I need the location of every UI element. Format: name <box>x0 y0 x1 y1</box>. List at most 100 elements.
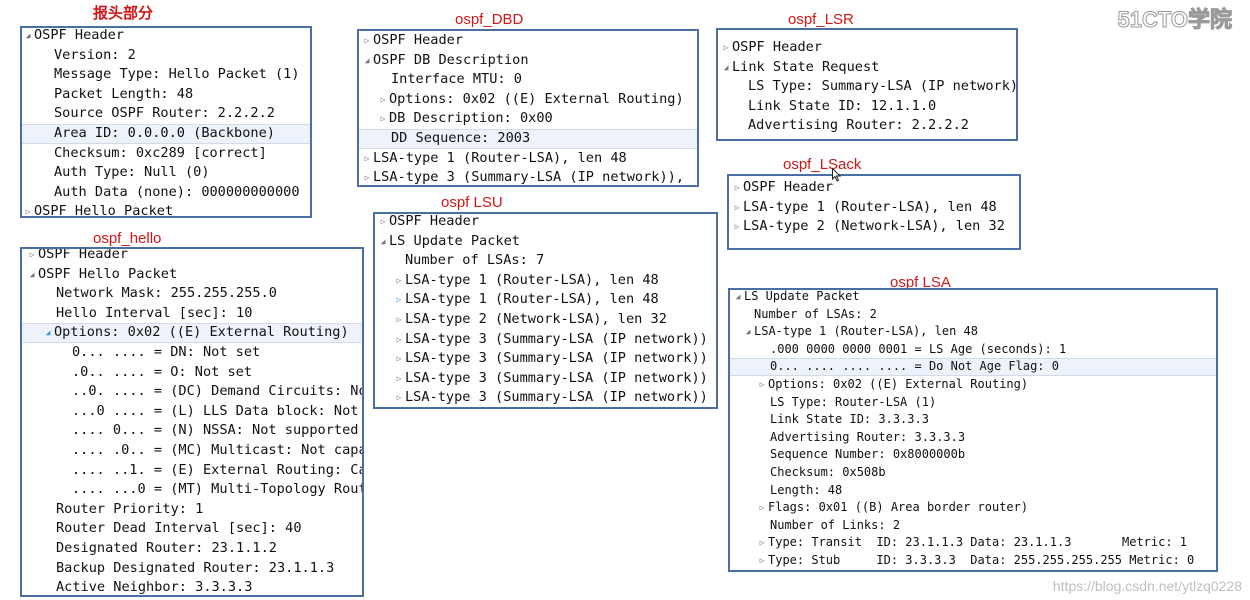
tree-row-selected[interactable]: ◢Options: 0x02 ((E) External Routing) <box>22 323 362 343</box>
tree-row[interactable]: ▷Options: 0x02 ((E) External Routing) <box>730 376 1216 394</box>
tree-row[interactable]: Active Neighbor: 3.3.3.3 <box>56 579 253 596</box>
tree-row[interactable]: .... ...0 = (MT) Multi-Topology Routing:… <box>72 481 364 498</box>
expand-icon[interactable]: ▷ <box>396 315 402 324</box>
tree-row[interactable]: Auth Data (none): 000000000000 <box>54 183 300 200</box>
tree-row-selected[interactable]: DD Sequence: 2003 <box>359 129 697 149</box>
expand-icon[interactable]: ▷ <box>734 222 740 232</box>
collapse-icon[interactable]: ◢ <box>364 55 370 65</box>
tree-row[interactable]: Number of LSAs: 7 <box>405 252 545 269</box>
tree-row[interactable]: Packet Length: 48 <box>54 85 194 102</box>
tree-row[interactable]: ▷Options: 0x02 ((E) External Routing) <box>359 90 697 110</box>
tree-row[interactable]: ▷LSA-type 2 (Network-LSA), len 32 <box>375 310 716 330</box>
expand-icon[interactable]: ▷ <box>723 43 729 52</box>
expand-icon[interactable]: ▷ <box>759 503 765 513</box>
expand-icon[interactable]: ▷ <box>759 380 765 389</box>
expand-icon[interactable]: ▷ <box>29 250 35 259</box>
collapse-icon[interactable]: ◢ <box>735 292 741 301</box>
tree-row[interactable]: Checksum: 0x508b <box>770 465 886 479</box>
tree-row[interactable]: Link State ID: 3.3.3.3 <box>770 412 929 427</box>
expand-icon[interactable]: ▷ <box>380 94 386 104</box>
tree-row[interactable]: ▷LSA-type 1 (Router-LSA), len 48 <box>375 290 716 310</box>
tree-row[interactable]: Auth Type: Null (0) <box>54 164 210 181</box>
tree-row[interactable]: ...0 .... = (L) LLS Data block: Not Pres… <box>72 402 362 419</box>
tree-row[interactable]: .... ..1. = (E) External Routing: Capabl… <box>72 461 362 478</box>
tree-row[interactable]: ◢OSPF Hello Packet <box>22 265 362 285</box>
tree-row[interactable]: ▷LSA-type 1 (Router-LSA), len 48 <box>359 149 697 169</box>
expand-icon[interactable]: ▷ <box>759 556 765 565</box>
tree-row[interactable]: LS Type: Router-LSA (1) <box>770 394 937 409</box>
tree-row[interactable]: ▷LSA-type 3 (Summary-LSA (IP network)) <box>375 349 716 369</box>
expand-icon[interactable]: ▷ <box>364 36 370 45</box>
tree-row[interactable]: .000 0000 0000 0001 = LS Age (seconds): … <box>770 341 1067 356</box>
tree-row[interactable]: .... .0.. = (MC) Multicast: Not capable <box>72 442 364 458</box>
tree-row[interactable]: Sequence Number: 0x8000000b <box>770 447 966 462</box>
tree-row[interactable]: ▷Flags: 0x01 ((B) Area border router) <box>730 499 1216 517</box>
expand-icon[interactable]: ▷ <box>396 393 402 403</box>
expand-icon[interactable]: ▷ <box>380 114 386 124</box>
tree-row[interactable]: ..0. .... = (DC) Demand Circuits: Not su… <box>72 383 362 400</box>
expand-icon[interactable]: ▷ <box>734 202 740 212</box>
tree-row[interactable]: Interface MTU: 0 <box>391 71 522 88</box>
expand-icon[interactable]: ▷ <box>364 173 370 183</box>
tree-row[interactable]: Advertising Router: 2.2.2.2 <box>748 117 969 134</box>
tree-row[interactable]: ▷OSPF Header <box>22 249 362 265</box>
tree-row[interactable]: .... 0... = (N) NSSA: Not supported <box>72 422 359 439</box>
tree-row[interactable]: ▷LSA-type 3 (Summary-LSA (IP network)) <box>375 330 716 350</box>
tree-row[interactable]: Checksum: 0xc289 [correct] <box>54 144 267 161</box>
tree-row[interactable]: Backup Designated Router: 23.1.1.3 <box>56 559 335 576</box>
tree-row[interactable]: Version: 2 <box>54 46 136 63</box>
tree-row[interactable]: Link State ID: 12.1.1.0 <box>748 97 937 114</box>
tree-row-selected[interactable]: Area ID: 0.0.0.0 (Backbone) <box>22 124 310 144</box>
expand-icon[interactable]: ▷ <box>396 295 402 305</box>
tree-row[interactable]: ▷LSA-type 3 (Summary-LSA (IP network)), <box>359 168 697 185</box>
tree-row[interactable]: ▷Type: Transit ID: 23.1.1.3 Data: 23.1.1… <box>730 534 1216 552</box>
expand-icon[interactable]: ▷ <box>396 354 402 364</box>
tree-row[interactable]: Network Mask: 255.255.255.0 <box>56 285 277 302</box>
tree-row[interactable]: ◢OSPF Header <box>25 27 125 43</box>
expand-icon[interactable]: ▷ <box>396 373 402 383</box>
collapse-icon[interactable]: ◢ <box>745 327 751 337</box>
collapse-icon[interactable]: ◢ <box>45 328 51 338</box>
tree-row[interactable]: ▷LSA-type 3 (Summary-LSA (IP network)) <box>375 369 716 389</box>
tree-row[interactable]: Message Type: Hello Packet (1) <box>54 66 300 83</box>
tree-row[interactable]: Number of Links: 2 <box>770 517 901 532</box>
expand-icon[interactable]: ▷ <box>380 217 386 226</box>
collapse-icon[interactable]: ◢ <box>723 62 729 72</box>
tree-row[interactable]: ◢LSA-type 1 (Router-LSA), len 48 <box>730 323 1216 341</box>
tree-row[interactable]: LS Type: Summary-LSA (IP network) <box>748 78 1018 95</box>
tree-row[interactable]: ▷OSPF Header <box>359 31 697 51</box>
tree-row[interactable]: Hello Interval [sec]: 10 <box>56 304 253 321</box>
tree-row[interactable]: Designated Router: 23.1.1.2 <box>56 540 277 556</box>
tree-row[interactable]: ▷LSA-type 1 (Router-LSA), len 48 <box>729 198 1019 218</box>
tree-row[interactable]: 0... .... = DN: Not set <box>72 344 261 360</box>
tree-row[interactable]: ▷OSPF Header <box>375 214 716 232</box>
tree-row[interactable]: ◢OSPF DB Description <box>359 51 697 71</box>
expand-icon[interactable]: ▷ <box>364 153 370 163</box>
tree-row[interactable]: ▷LSA-type 1 (Router-LSA), len 48 <box>375 271 716 291</box>
collapse-icon[interactable]: ◢ <box>380 236 386 246</box>
tree-row[interactable]: ▷OSPF Hello Packet <box>22 202 310 217</box>
expand-icon[interactable]: ▷ <box>734 183 740 192</box>
expand-icon[interactable]: ▷ <box>25 207 31 217</box>
tree-row[interactable]: ▷Type: Stub ID: 3.3.3.3 Data: 255.255.25… <box>730 552 1216 570</box>
tree-row[interactable]: ▷OSPF Header <box>729 178 1019 198</box>
tree-row[interactable]: ▷OSPF Header <box>718 38 1016 58</box>
tree-row[interactable]: ◢LS Update Packet <box>730 290 1216 306</box>
tree-row[interactable]: ▷LSA-type 3 (Summary-LSA (IP network)) <box>375 388 716 407</box>
tree-row[interactable]: Advertising Router: 3.3.3.3 <box>770 429 966 444</box>
expand-icon[interactable]: ▷ <box>396 275 402 285</box>
tree-row[interactable]: Router Dead Interval [sec]: 40 <box>56 520 302 537</box>
tree-row[interactable]: .0.. .... = O: Not set <box>72 363 253 380</box>
tree-row[interactable]: ◢LS Update Packet <box>375 232 716 252</box>
tree-row[interactable]: ▷LSA-type 2 (Network-LSA), len 32 <box>729 217 1019 237</box>
collapse-icon[interactable]: ◢ <box>29 269 35 279</box>
tree-row[interactable]: ▷DB Description: 0x00 <box>359 109 697 129</box>
expand-icon[interactable]: ▷ <box>396 334 402 344</box>
tree-row[interactable]: ◢Link State Request <box>718 58 1016 78</box>
tree-row[interactable]: Length: 48 <box>770 482 843 497</box>
tree-row[interactable]: Router Priority: 1 <box>56 500 204 517</box>
tree-row[interactable]: Number of LSAs: 2 <box>754 306 877 321</box>
tree-row-selected[interactable]: 0... .... .... .... = Do Not Age Flag: 0 <box>730 358 1216 376</box>
expand-icon[interactable]: ▷ <box>759 538 765 548</box>
tree-row[interactable]: Source OSPF Router: 2.2.2.2 <box>54 105 275 122</box>
